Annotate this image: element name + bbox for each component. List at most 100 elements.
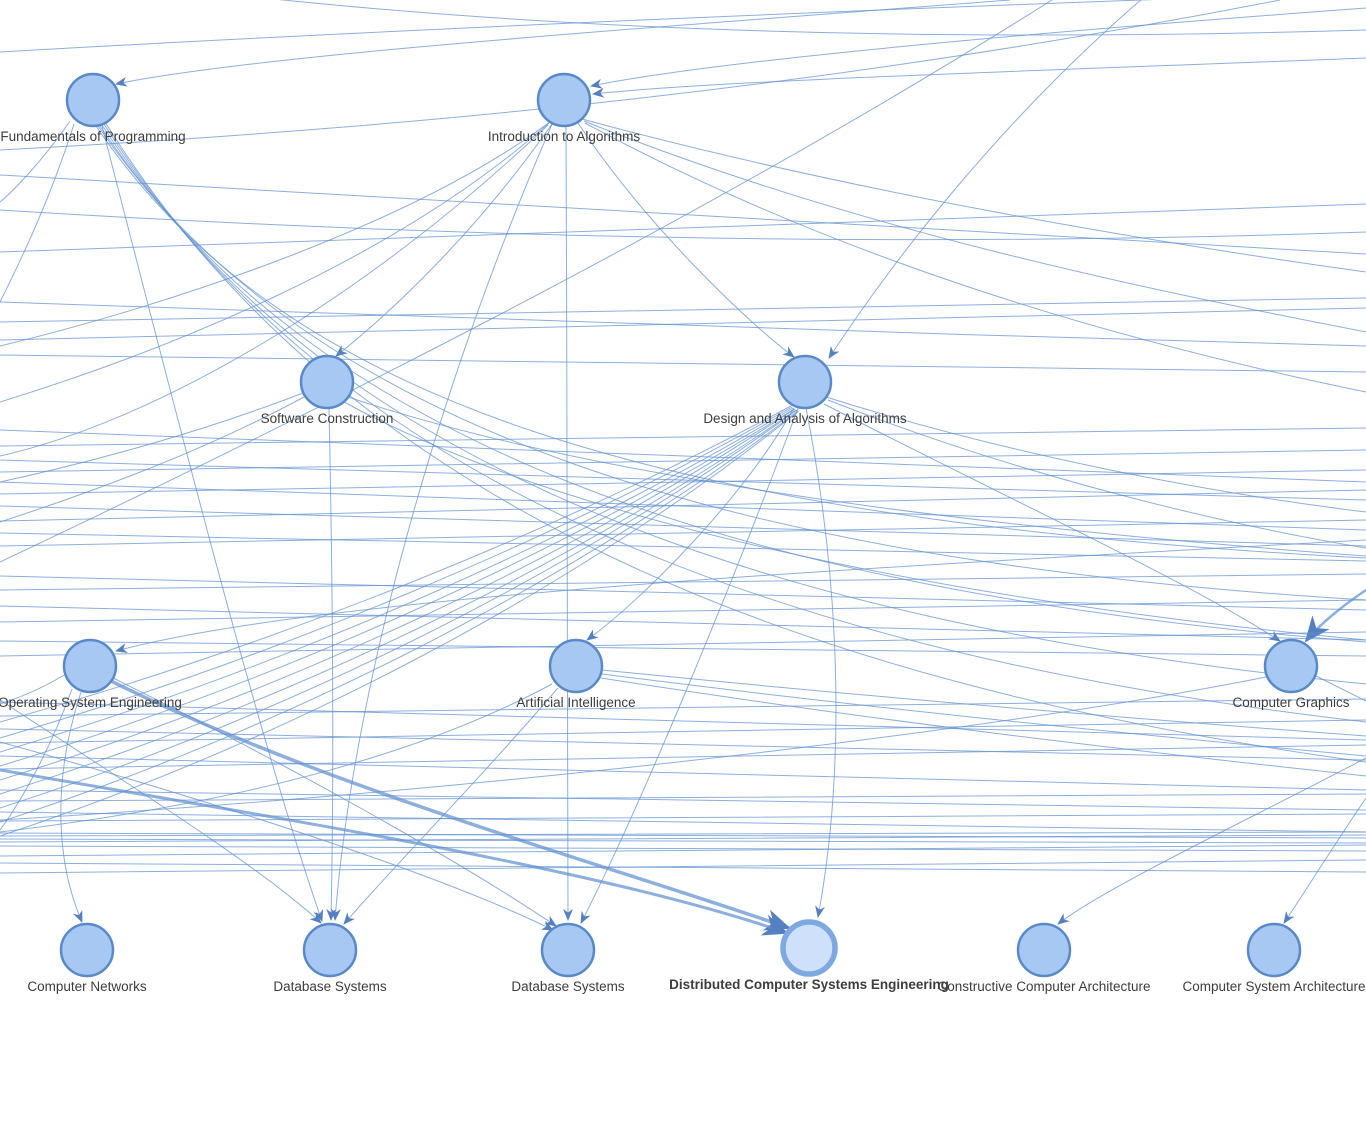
edge-ia-ext [0,120,552,347]
node-dcse[interactable] [780,919,838,977]
edge-daa-ext [0,405,792,723]
edge-ext-ext [0,844,1366,857]
edge-ext-ext [0,519,1366,547]
edge-ext-ext [0,0,1155,53]
edge-ext-ext [0,307,1366,341]
node-db2[interactable] [540,922,596,978]
node-label-dcse: Distributed Computer Systems Engineering [669,977,949,992]
edge-ext-ia [592,57,1366,98]
edge-ext-ext [0,297,1366,323]
node-label-ia: Introduction to Algorithms [488,129,641,144]
edge-ext-ext [0,631,1366,657]
edge-ai-db1 [343,687,559,925]
edge-fop-db1 [101,125,324,922]
edge-ext-ext [0,532,1366,562]
node-fop[interactable] [65,72,121,128]
edge-ia-sc [335,123,553,357]
node-sc[interactable] [299,354,355,410]
edge-ext-ext [0,0,1053,563]
edge-ext-ext [0,834,1366,843]
edge-ext-fop [115,0,1011,87]
node-ia[interactable] [536,72,592,128]
edge-ext-ext [0,698,1366,717]
edge-ext-ext [0,813,1366,822]
edge-ia-ext [581,118,1366,273]
node-layer: Fundamentals of Programming Introduction … [0,72,1366,994]
edge-cg-ext [0,676,1267,821]
edge-ext-ext [0,831,1366,837]
edge-ext-ext [0,354,1366,373]
edge-fop-ext [101,124,1366,685]
edge-ext-ext [0,744,1366,770]
edge-daa-ext [0,407,794,753]
node-ose[interactable] [62,638,118,694]
node-csa[interactable] [1246,922,1302,978]
node-label-cg: Computer Graphics [1232,695,1349,710]
edge-ext-ext [0,640,1366,657]
edge-daa-ext [827,399,1366,549]
edge-ext-csa [1283,797,1366,924]
edge-ext-ext [0,862,1366,873]
edge-ia-db1 [330,121,554,921]
node-label-cca: Constructive Computer Architecture [937,979,1150,994]
node-label-ose: Operating System Engineering [0,695,182,710]
edge-daa-ext [0,408,795,767]
edge-ext-ext [0,838,1366,844]
edge-ext-db1 [0,699,322,924]
edge-daa-ext [0,409,797,795]
edge-ext-ext [0,793,1366,802]
edge-sc-ext [0,396,305,523]
edge-ext-ext [0,203,1366,253]
node-label-cn: Computer Networks [27,979,147,994]
edge-ext-ext [0,701,1366,741]
edge-ext-ose [115,539,1366,653]
edge-ext-ext [0,573,1366,591]
edge-fop-ext [0,123,75,303]
node-label-db1: Database Systems [273,979,387,994]
edge-fop-ext [104,121,1366,763]
edge-ext-daa [828,0,1142,359]
edge-fop-ext [95,125,1366,559]
edge-ose-dcse [110,679,791,931]
edge-ose-cn [60,691,83,923]
edge-ext-cca [1057,757,1366,925]
edge-ext-ext [0,859,1366,874]
edge-sc-ext [0,392,304,483]
edge-daa-ext [0,409,798,809]
edge-ext-ext [0,719,1366,744]
edge-daa-ext [0,408,796,781]
edge-ext-ext [0,427,1366,447]
node-label-db2: Database Systems [511,979,625,994]
edge-ext-ext [0,728,1366,761]
edge-ai-ext [600,677,1366,777]
edge-ext-dcse [0,768,789,936]
edge-ia-daa [577,122,795,358]
edge-ia-ext [0,122,550,403]
node-cca[interactable] [1016,922,1072,978]
edge-ext-ext [0,789,1366,811]
edge-ext-ext [0,832,1366,839]
node-label-daa: Design and Analysis of Algorithms [703,411,907,426]
node-label-csa: Computer System Architecture [1182,979,1365,994]
edge-ext-ext [0,845,1366,852]
edge-sc-ext [343,401,1366,641]
node-label-sc: Software Construction [261,411,394,426]
edge-ai-ext [601,669,1366,737]
edge-ext-ext [0,449,1366,473]
node-cg[interactable] [1263,638,1319,694]
node-daa[interactable] [777,354,833,410]
edge-ai-ext [0,683,553,833]
edge-ext-ext [0,811,1366,833]
edge-fop-ext [0,120,71,203]
edge-ext-ext [0,174,1366,255]
edge-daa-db2 [580,407,799,924]
node-db1[interactable] [302,922,358,978]
edge-layer [0,0,1366,936]
node-cn[interactable] [59,922,115,978]
edge-daa-ext [825,396,1366,513]
edge-ose-ext [0,674,65,705]
node-ai[interactable] [548,638,604,694]
node-label-fop: Fundamentals of Programming [0,129,185,144]
